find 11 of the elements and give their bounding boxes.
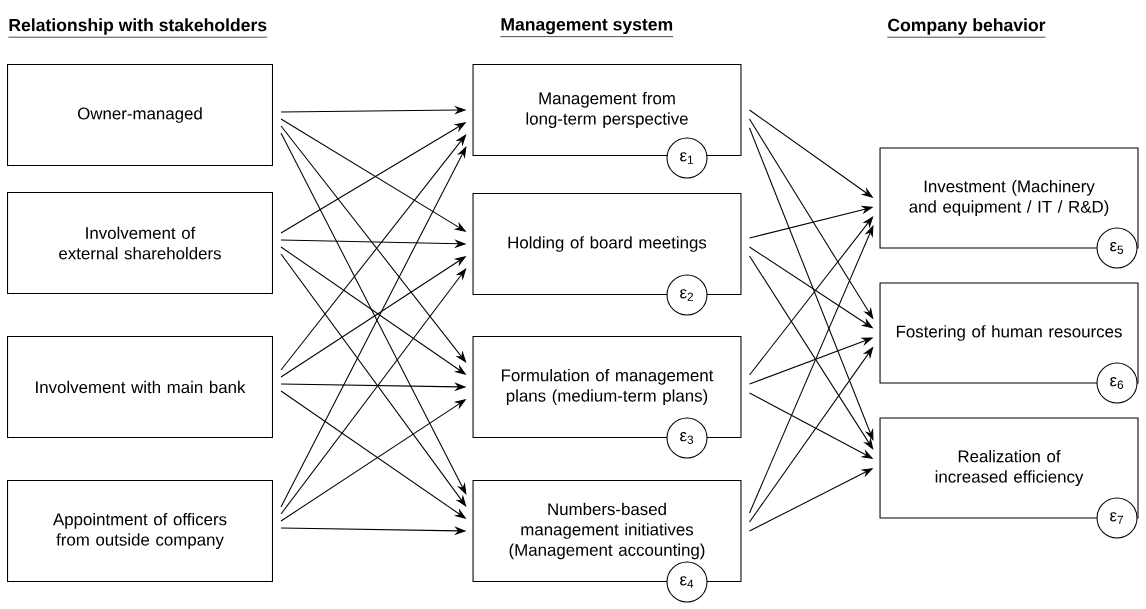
process-box: Involvement with main bank (7, 336, 273, 439)
arrow (749, 255, 874, 450)
process-box: Appointment of officers from outside company (7, 480, 273, 583)
arrow (749, 127, 874, 441)
process-box: Owner-managed (7, 64, 273, 167)
column-heading: Management system (500, 18, 674, 37)
arrow (749, 216, 874, 376)
column-heading: Company behavior (887, 18, 1046, 38)
arrow (749, 225, 874, 514)
column-heading: Relationship with stakeholders (8, 18, 268, 38)
process-box: Involvement of external shareholders (7, 192, 273, 295)
